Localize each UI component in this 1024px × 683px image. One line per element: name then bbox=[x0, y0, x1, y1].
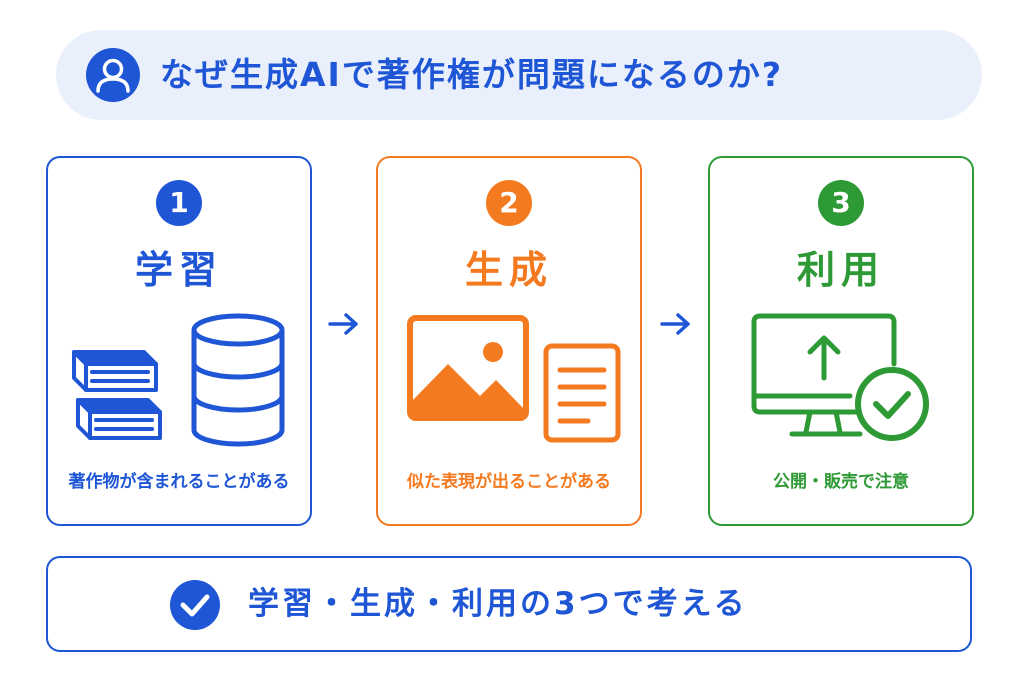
database-icon bbox=[191, 313, 285, 447]
step-card-learning: 1 学習 bbox=[46, 156, 312, 526]
step-caption: 公開・販売で注意 bbox=[773, 472, 909, 492]
document-icon bbox=[543, 343, 621, 443]
step-caption: 似た表現が出ることがある bbox=[407, 472, 611, 492]
image-icon bbox=[407, 315, 529, 421]
check-circle-icon bbox=[170, 580, 220, 630]
step-number-badge: 3 bbox=[818, 180, 864, 226]
step-number-badge: 1 bbox=[156, 180, 202, 226]
summary-text: 学習・生成・利用の3つで考える bbox=[248, 586, 748, 622]
summary-box: 学習・生成・利用の3つで考える bbox=[46, 556, 972, 652]
step-illustration bbox=[407, 315, 621, 443]
user-icon bbox=[86, 48, 140, 102]
arrow-right-icon bbox=[328, 313, 358, 335]
step-illustration bbox=[72, 313, 285, 447]
title-bar: なぜ生成AIで著作権が問題になるのか? bbox=[56, 30, 982, 120]
step-card-generation: 2 生成 似た表現が出ることがある bbox=[376, 156, 642, 526]
step-heading: 利用 bbox=[796, 248, 885, 292]
step-caption: 著作物が含まれることがある bbox=[68, 472, 290, 492]
arrow-right-icon bbox=[660, 313, 690, 335]
step-number-badge: 2 bbox=[486, 180, 532, 226]
step-illustration bbox=[751, 313, 929, 441]
books-icon bbox=[72, 350, 162, 440]
step-heading: 学習 bbox=[134, 248, 223, 292]
check-circle-icon bbox=[855, 367, 929, 441]
page-title: なぜ生成AIで著作権が問題になるのか? bbox=[160, 55, 783, 94]
monitor-upload-icon bbox=[751, 313, 897, 437]
step-card-usage: 3 利用 公開・販売で注意 bbox=[708, 156, 974, 526]
step-heading: 生成 bbox=[464, 248, 553, 292]
